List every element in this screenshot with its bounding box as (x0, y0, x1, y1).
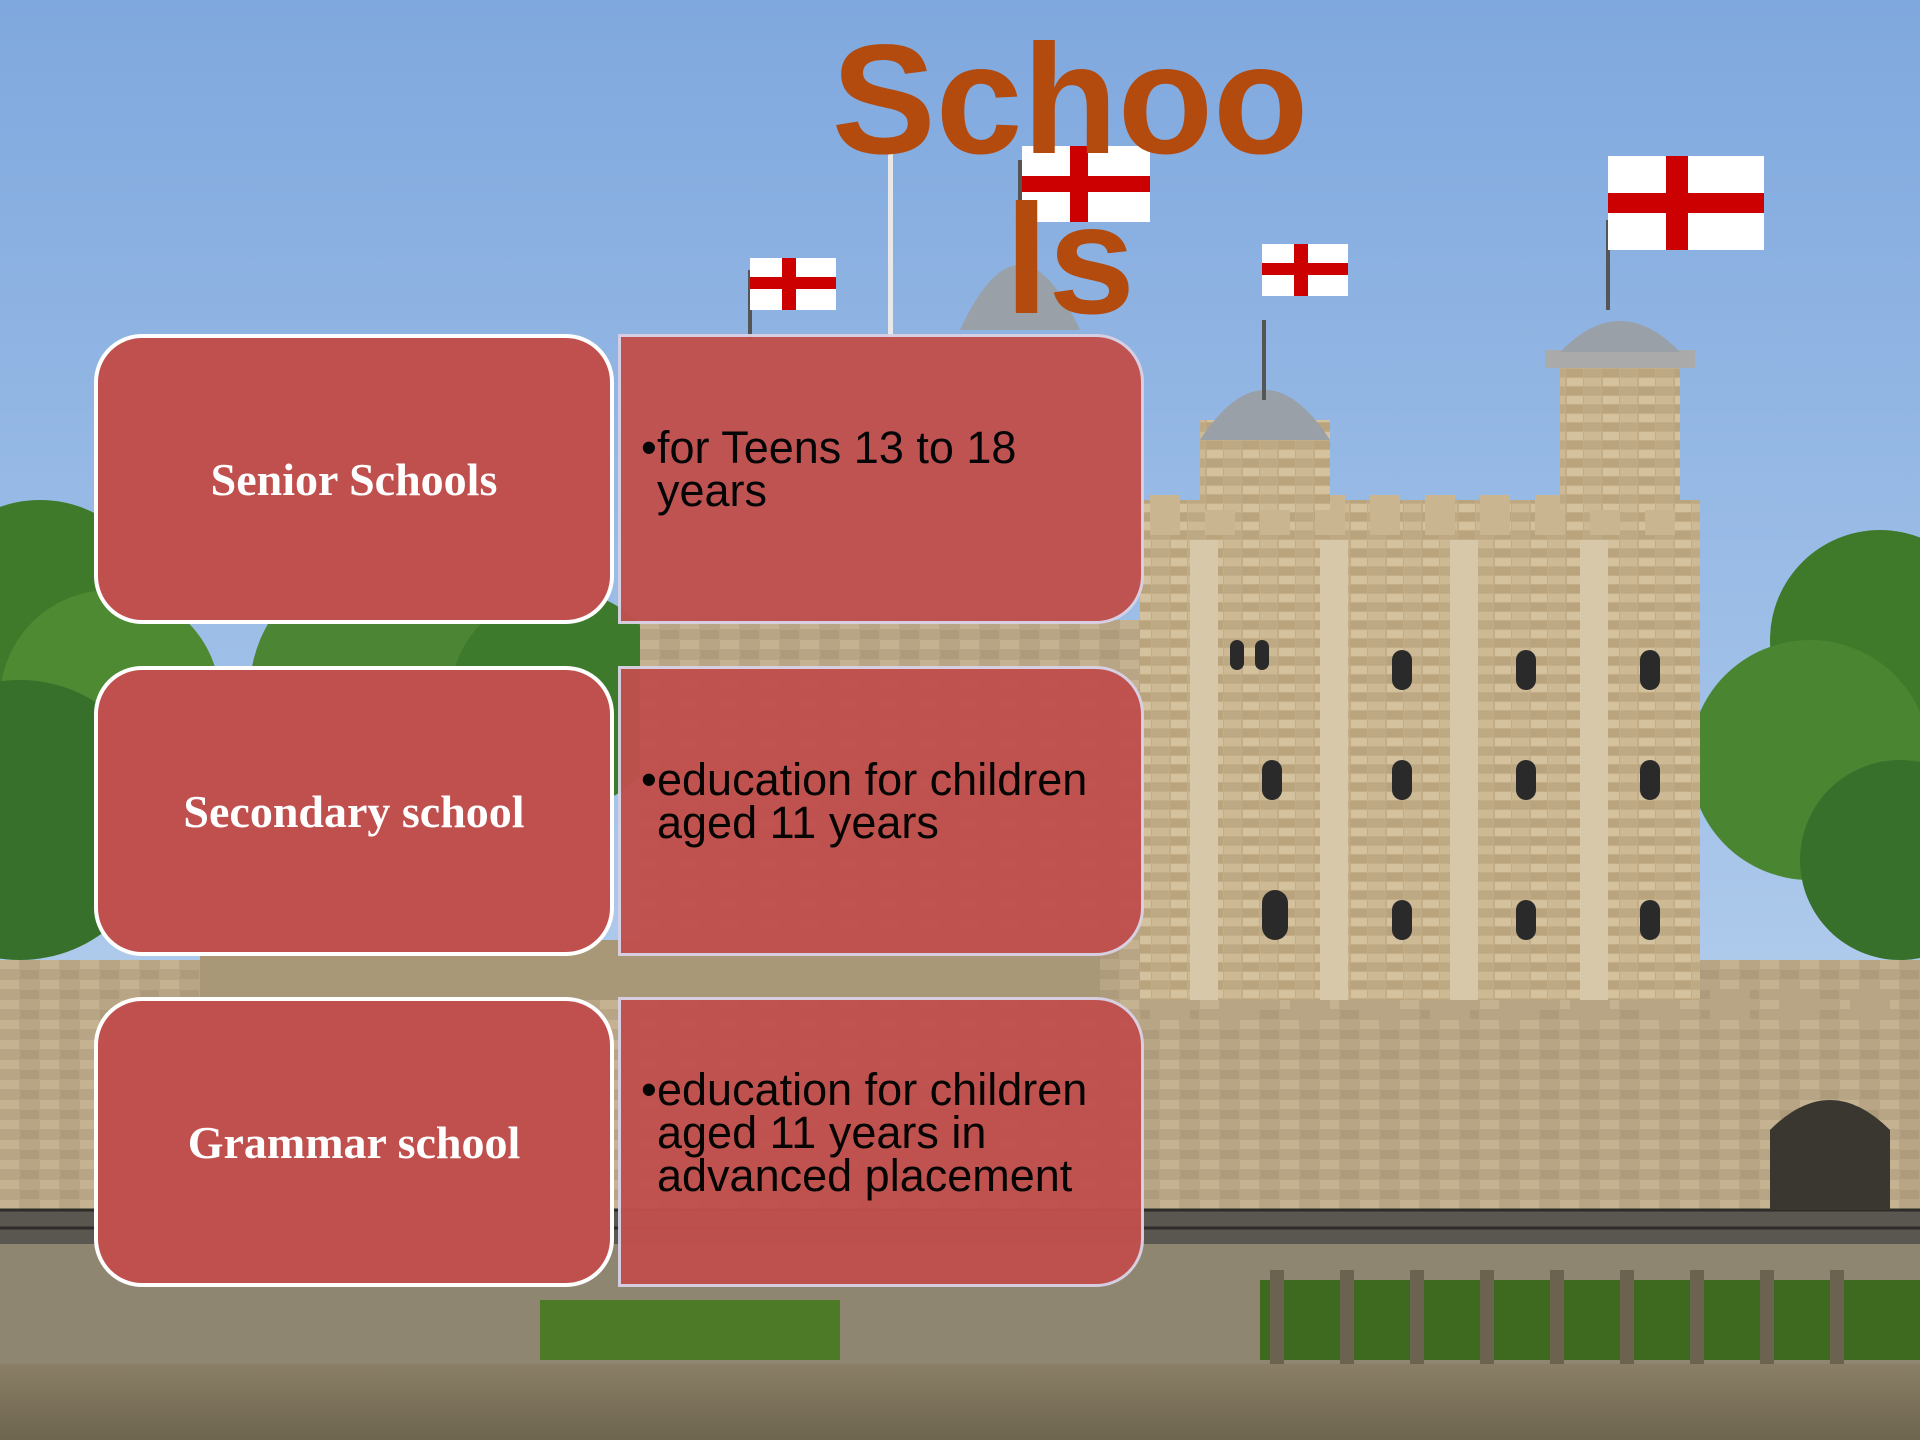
description-list: • for Teens 13 to 18 years (621, 422, 1141, 516)
description-item: • education for children aged 11 years (641, 754, 1101, 848)
school-type-box: Secondary school (94, 666, 614, 956)
trees-right (1690, 530, 1920, 960)
description-text: education for children aged 11 years in … (657, 1063, 1088, 1201)
school-description-box: • education for children aged 11 years i… (618, 997, 1144, 1287)
slide-title: Schools (831, 13, 1309, 347)
school-description-box: • education for children aged 11 years (618, 666, 1144, 956)
description-list: • education for children aged 11 years (621, 754, 1141, 848)
description-list: • education for children aged 11 years i… (621, 1063, 1141, 1201)
st-george-flag-icon (1262, 244, 1348, 296)
school-row: Secondary school • education for childre… (94, 666, 1144, 956)
school-description-box: • for Teens 13 to 18 years (618, 334, 1144, 624)
st-george-flag-icon (1608, 156, 1764, 250)
bullet-icon: • (641, 754, 657, 805)
st-george-flag-icon (750, 258, 836, 310)
description-text: education for children aged 11 years (657, 754, 1088, 848)
description-text: for Teens 13 to 18 years (657, 422, 1017, 516)
bullet-icon: • (641, 1063, 657, 1115)
school-type-box: Senior Schools (94, 334, 614, 624)
white-tower (1140, 220, 1700, 1000)
school-type-label: Grammar school (187, 1116, 521, 1168)
bullet-icon: • (641, 422, 657, 473)
school-type-box: Grammar school (94, 997, 614, 1287)
description-item: • education for children aged 11 years i… (641, 1063, 1101, 1201)
description-item: • for Teens 13 to 18 years (641, 422, 1101, 516)
st-george-flag-icon (1022, 146, 1150, 222)
school-type-label: Senior Schools (210, 453, 498, 505)
school-row: Grammar school • education for children … (94, 997, 1144, 1287)
school-type-label: Secondary school (183, 785, 525, 837)
school-row: Senior Schools • for Teens 13 to 18 year… (94, 334, 1144, 624)
